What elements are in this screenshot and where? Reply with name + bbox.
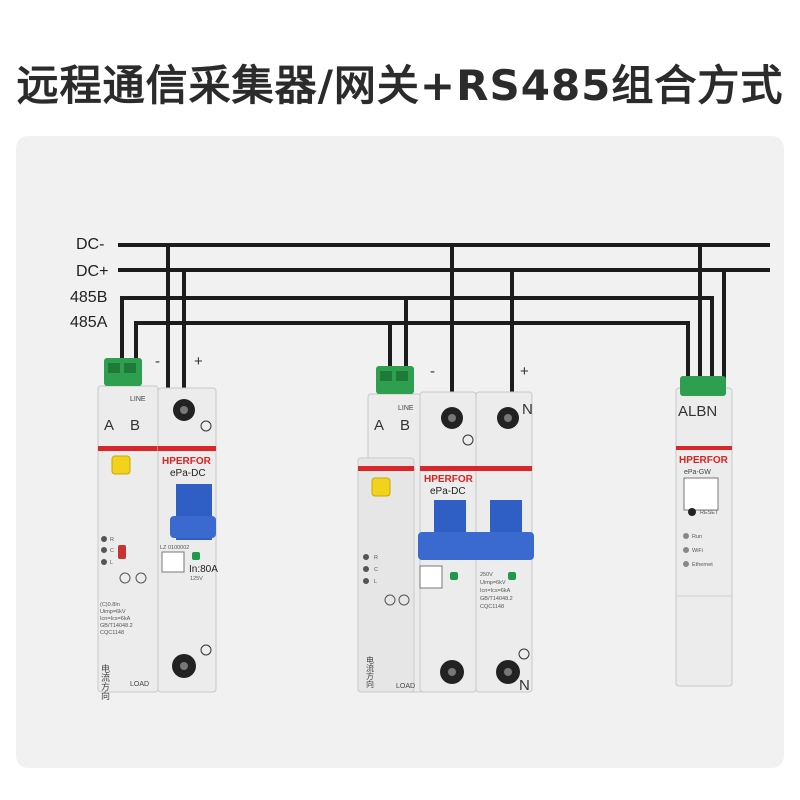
b1-qr-code [161, 551, 185, 573]
b1-spec3: Icn=Ics=6kA [100, 616, 131, 622]
b2-ind-r: R [374, 555, 378, 561]
breaker-2: LINE A B R C L 电流方向 LOAD - + N HPERFOR e… [357, 363, 534, 694]
b1-serial: LZ 0100002 [160, 545, 189, 551]
b2-a-label: A [374, 417, 384, 434]
breaker-1: LINE A B R C L (C)0.8In Uimp=6kV Icn=Ics… [97, 353, 218, 700]
b1-spec2: Uimp=6kV [100, 609, 126, 615]
b1-b-label: B [130, 417, 140, 434]
b2-load-label: LOAD [396, 683, 415, 690]
b2-spec2: Uimp=6kV [480, 580, 506, 586]
b1-brand: HPERFOR [162, 456, 212, 467]
b2-direction-text: 电流方向 [366, 655, 375, 688]
b2-ind-c: C [374, 567, 378, 573]
b2-qr-code [419, 565, 443, 589]
b1-rating: In:80A [189, 564, 218, 575]
gw-led-wifi: WiFi [692, 548, 703, 554]
b2-n-top-label: N [522, 401, 533, 418]
b1-spec4: GB/T14048.2 [100, 623, 133, 629]
b1-voltage: 125V [190, 576, 203, 582]
b1-load-label: LOAD [130, 681, 149, 688]
gw-qr-code [683, 477, 719, 511]
b1-plus-label: + [194, 353, 203, 370]
b1-ind-l: L [110, 560, 113, 566]
b2-brand: HPERFOR [424, 474, 474, 485]
b1-ind-c: C [110, 548, 114, 554]
b2-handle-bar[interactable] [418, 532, 534, 560]
b1-red-strip [98, 446, 158, 451]
b1-minus-label: - [155, 353, 160, 370]
bus-line-485a [134, 321, 690, 380]
b1-spec5: CQC1148 [100, 630, 124, 636]
b1-model: ePa-DC [170, 468, 206, 479]
gw-led-run: Run [692, 534, 702, 540]
gw-brand: HPERFOR [679, 455, 729, 466]
b2-spec3: Icn=Ics=6kA [480, 588, 511, 594]
b1-direction-text: 电流方向 [99, 663, 110, 700]
b2-yellow-button[interactable] [371, 477, 391, 497]
b2-spec4: GB/T14048.2 [480, 596, 513, 602]
b2-line-label: LINE [398, 405, 414, 412]
b2-model: ePa-DC [430, 486, 466, 497]
bus-line-485b [120, 296, 714, 380]
gw-reset-label: RESET [700, 510, 719, 516]
gw-terminal-block [680, 376, 726, 396]
page-title: 远程通信采集器/网关+RS485组合方式 [16, 61, 784, 110]
b1-line-label: LINE [130, 396, 146, 403]
gateway-device: ALBN HPERFOR ePa-GW RESET Run WiFi Ether… [675, 376, 733, 687]
gw-led-ethernet: Ethernet [692, 562, 713, 568]
b1-spec1: (C)0.8In [100, 602, 120, 608]
gw-model: ePa-GW [684, 469, 711, 476]
bus-label-485b: 485B [70, 289, 107, 306]
b2-spec5: CQC1148 [480, 604, 504, 610]
bus-label-dc-minus: DC- [76, 236, 104, 253]
bus-label-485a: 485A [70, 314, 108, 331]
b1-a-label: A [104, 417, 114, 434]
b1-yellow-button[interactable] [111, 455, 131, 475]
gw-pin-labels: ALBN [678, 403, 717, 420]
b2-ind-l: L [374, 579, 377, 585]
b2-plus-label: + [520, 363, 529, 380]
b2-b-label: B [400, 417, 410, 434]
b1-ind-r: R [110, 537, 114, 543]
bus-lines [118, 243, 770, 412]
bus-label-dc-plus: DC+ [76, 263, 108, 280]
gw-reset-button[interactable] [688, 508, 696, 516]
b2-minus-label: - [430, 363, 435, 380]
b2-n-bottom-label: N [519, 677, 530, 694]
b2-spec1: 250V [480, 572, 493, 578]
